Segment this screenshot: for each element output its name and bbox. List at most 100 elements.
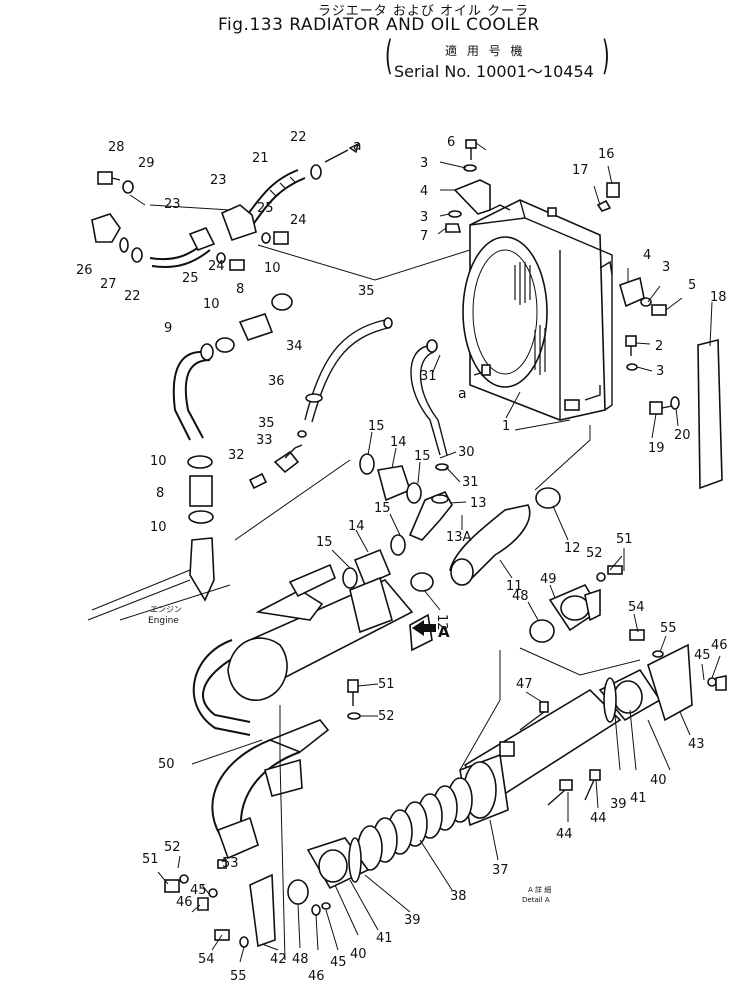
callout-33: 33 [256,433,273,448]
callout-35: 35 [358,284,375,299]
callout-44: 44 [590,811,607,826]
callout-43: 43 [688,737,705,752]
callout-42: 42 [270,952,287,967]
callout-29: 29 [138,156,155,171]
callout-8: 8 [236,282,244,297]
callout-6: 6 [447,135,455,150]
oil-cooler-upper [87,419,591,736]
drain-hose [248,317,393,490]
callout-40-lower: 40 [350,947,367,962]
radiator-core-hatch [514,262,546,375]
serial-label-japanese: 適 用 号 機 [445,44,526,58]
radiator [462,199,613,421]
callout-18: 18 [710,290,727,305]
detail-label: Detail A [522,896,550,904]
callout-41: 41 [630,791,647,806]
callout-41-lower: 41 [376,931,393,946]
callout-12-right: 12 [564,541,581,556]
callout-46-bottom: 46 [176,895,193,910]
callout-labels: 28 29 23 22 21 25 24 23 26 27 22 25 24 1… [76,130,728,981]
callout-52: 52 [586,546,603,561]
callout-15-second: 15 [414,449,431,464]
detail-label-japanese: A 詳 細 [528,885,551,894]
callout-48-bottom: 48 [292,952,309,967]
callout-25: 25 [257,201,274,216]
callout-14-lower: 14 [348,519,365,534]
callout-35-lower: 35 [258,416,275,431]
callout-30: 30 [458,445,475,460]
callout-4-right: 4 [643,248,651,263]
callout-45-lower: 45 [330,955,347,970]
left-pipe [172,293,293,602]
callout-12: 12 [434,614,449,631]
reference-a-mid: a [458,386,467,402]
figure-title: Fig.133 RADIATOR AND OIL COOLER [218,15,540,35]
callout-25-lower: 25 [182,271,199,286]
callout-11: 11 [506,579,523,594]
callout-46: 46 [711,638,728,653]
callout-34: 34 [286,339,303,354]
callout-3-right: 3 [662,260,670,275]
overflow-hose [410,339,491,471]
callout-31-lower: 31 [462,475,479,490]
callout-51-lower: 51 [378,677,395,692]
callout-28: 28 [108,140,125,155]
callout-15-fourth: 15 [316,535,333,550]
callout-13: 13 [470,496,487,511]
arrow-a-label: A [438,623,450,641]
callout-15: 15 [368,419,385,434]
callout-1: 1 [502,419,510,434]
title-japanese: ラジエータ および オイル クーラ [318,4,530,19]
callout-5: 5 [688,278,696,293]
callout-16: 16 [598,147,615,162]
callout-2: 2 [655,339,663,354]
callout-4: 4 [420,184,428,199]
callout-36: 36 [268,374,285,389]
callout-26: 26 [76,263,93,278]
callout-54: 54 [628,600,645,615]
callout-21: 21 [252,151,269,166]
reference-a-top: a [353,138,362,154]
callout-9: 9 [164,321,172,336]
cooler-core [357,777,473,871]
callout-22: 22 [290,130,307,145]
serial-range: Serial No. 10001～10454 [394,62,594,81]
oil-cooler-lower [164,629,727,961]
callout-46-lower: 46 [308,969,325,981]
serial-paren-right: ) [601,33,610,79]
callout-52-bottom: 52 [164,840,181,855]
annotations: a a エンジン Engine A A 詳 細 Detail A [148,138,551,904]
callout-7: 7 [420,229,428,244]
callout-53: 53 [222,856,239,871]
callout-54-bottom: 54 [198,952,215,967]
callout-22-lower: 22 [124,289,141,304]
callout-37: 37 [492,863,509,878]
callout-48: 48 [512,589,529,604]
callout-39-lower: 39 [404,913,421,928]
coolant-hoses [342,453,561,592]
callout-51-bottom: 51 [142,852,159,867]
callout-45-bottom: 45 [190,883,207,898]
callout-51: 51 [616,532,633,547]
callout-3-bottom: 3 [656,364,664,379]
callout-50: 50 [158,757,175,772]
callout-10-second: 10 [203,297,220,312]
leader-lines [157,142,721,963]
callout-27: 27 [100,277,117,292]
callout-8-lower: 8 [156,486,164,501]
callout-20: 20 [674,428,691,443]
callout-23: 23 [210,173,227,188]
callout-14: 14 [390,435,407,450]
serial-paren-left: ( [384,33,393,79]
engine-label: Engine [148,616,179,626]
outlet-flange [519,565,641,676]
callout-31: 31 [420,369,437,384]
callout-52-lower: 52 [378,709,395,724]
callout-23-lower: 23 [164,197,181,212]
top-hose-assembly [91,142,471,281]
callout-55-bottom: 55 [230,969,247,981]
view-arrow-a [412,620,436,636]
callout-44-lower: 44 [556,827,573,842]
callout-55: 55 [660,621,677,636]
